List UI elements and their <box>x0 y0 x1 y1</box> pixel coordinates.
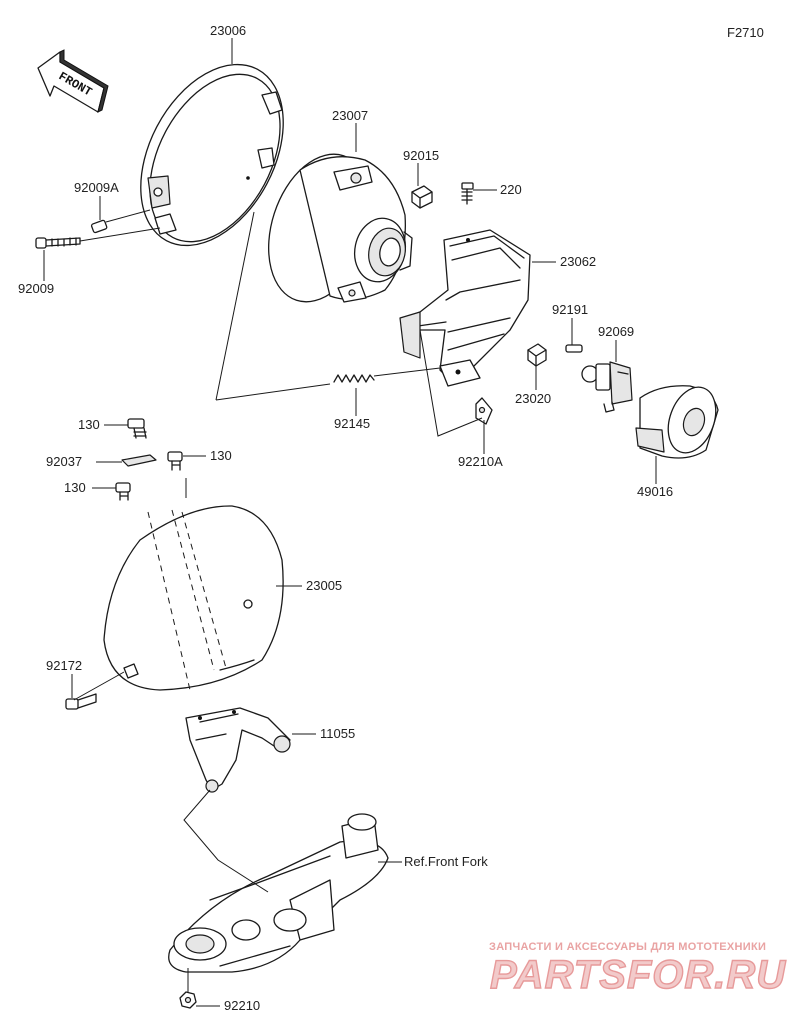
label-11055: 11055 <box>320 726 355 741</box>
label-23006: 23006 <box>210 23 246 38</box>
nut-92210 <box>179 991 197 1009</box>
label-49016: 49016 <box>637 484 673 499</box>
label-92172: 92172 <box>46 658 82 673</box>
screw-92172 <box>65 693 97 710</box>
pin-92191 <box>565 344 583 353</box>
nut-92015 <box>411 185 433 209</box>
label-92210: 92210 <box>224 998 260 1013</box>
bulb-92069 <box>581 361 633 413</box>
spring-92145 <box>333 374 375 383</box>
label-92145: 92145 <box>334 416 370 431</box>
label-92015: 92015 <box>403 148 439 163</box>
screw-220 <box>461 182 474 205</box>
front-fork-bracket <box>168 813 389 973</box>
label-220: 220 <box>500 182 522 197</box>
label-130-right: 130 <box>210 448 232 463</box>
part-labels: 23006 23007 92015 220 92009A 92009 23062… <box>18 23 673 1013</box>
label-92009: 92009 <box>18 281 54 296</box>
washer-92210a <box>475 397 493 425</box>
watermark: ЗАПЧАСТИ И АКСЕССУАРЫ ДЛЯ МОТОТЕХНИКИ PA… <box>489 941 786 998</box>
label-23020: 23020 <box>515 391 551 406</box>
figure-code: F2710 <box>727 25 764 40</box>
label-130-left: 130 <box>64 480 86 495</box>
label-130-top: 130 <box>78 417 100 432</box>
plate-92037 <box>121 454 157 467</box>
bracket-11055 <box>185 707 291 793</box>
screw-130-right <box>167 451 183 471</box>
headlight-rim-23006 <box>140 63 284 247</box>
label-ref-front-fork: Ref.Front Fork <box>404 854 488 869</box>
screw-130-left <box>115 482 131 501</box>
watermark-logo: PARTSFOR.RU <box>490 953 786 997</box>
label-92009a: 92009A <box>74 180 119 195</box>
headlight-cover-23005 <box>103 505 284 691</box>
bracket-23062 <box>399 229 531 387</box>
bolt-92009a <box>90 219 108 234</box>
label-92191: 92191 <box>552 302 588 317</box>
label-23007: 23007 <box>332 108 368 123</box>
label-23062: 23062 <box>560 254 596 269</box>
label-92210a: 92210A <box>458 454 503 469</box>
label-92069: 92069 <box>598 324 634 339</box>
clip-23020 <box>527 343 547 367</box>
leader-lines <box>43 38 657 1007</box>
headlight-unit-23007 <box>268 153 413 303</box>
bolt-92009 <box>35 237 81 249</box>
label-23005: 23005 <box>306 578 342 593</box>
dust-boot-49016 <box>635 385 719 459</box>
front-direction-arrow-icon: FRONT <box>37 49 109 113</box>
label-92037: 92037 <box>46 454 82 469</box>
watermark-tagline: ЗАПЧАСТИ И АКСЕССУАРЫ ДЛЯ МОТОТЕХНИКИ <box>489 941 766 953</box>
assembly-dashed-lines <box>147 509 227 691</box>
screw-130-top <box>127 418 147 439</box>
